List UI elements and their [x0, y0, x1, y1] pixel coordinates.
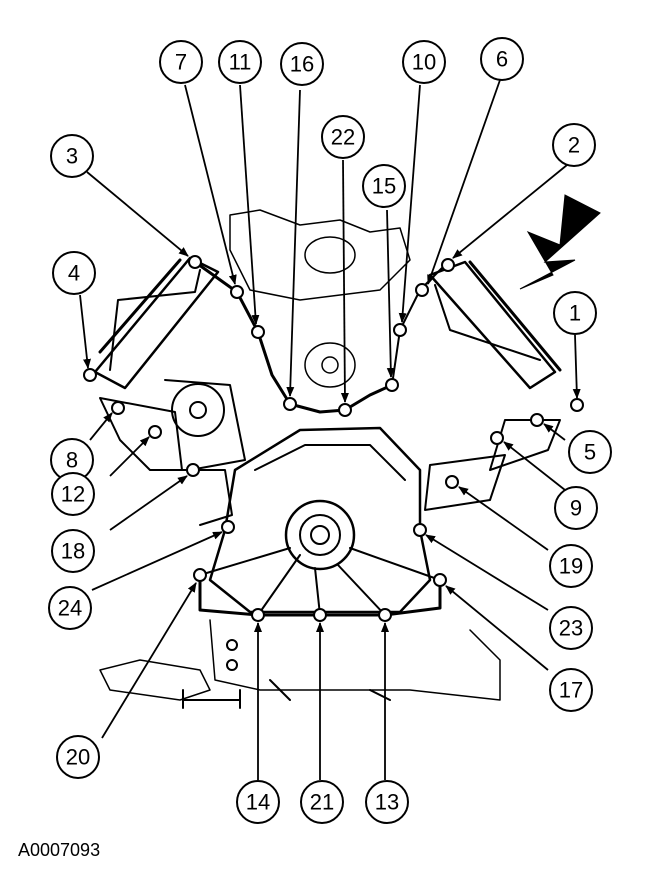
- callout-22: [321, 115, 365, 159]
- callout-8-label: 8: [66, 448, 78, 473]
- callout-7: [159, 40, 203, 84]
- callout-13-label: 13: [375, 790, 399, 815]
- callout-7-label: 7: [175, 50, 187, 75]
- callout-4-label: 4: [68, 261, 80, 286]
- callout-2-label: 2: [568, 133, 580, 158]
- callout-16-label: 16: [290, 52, 314, 77]
- callout-13: [365, 780, 409, 824]
- callout-21-label: 21: [310, 790, 334, 815]
- callout-2: [552, 123, 596, 167]
- callout-17: [549, 668, 593, 712]
- callout-10-label: 10: [412, 50, 436, 75]
- callout-24: [48, 586, 92, 630]
- callout-20-label: 20: [66, 745, 90, 770]
- callout-6: [480, 37, 524, 81]
- leader-lines: [79, 79, 581, 780]
- callout-4: [52, 251, 96, 295]
- callout-10: [402, 40, 446, 84]
- callout-12-label: 12: [61, 482, 85, 507]
- callout-6-label: 6: [496, 47, 508, 72]
- engine-illustration: [93, 209, 562, 709]
- callout-labels: 1 2 3 4 5 6 7 8 9 10 11 12 13 14 15 16 1…: [58, 47, 596, 815]
- callout-15-label: 15: [372, 174, 396, 199]
- callout-21: [300, 780, 344, 824]
- callout-18: [51, 529, 95, 573]
- callout-22-label: 22: [331, 125, 355, 150]
- callout-17-label: 17: [559, 678, 583, 703]
- bolt-markers: [83, 255, 584, 622]
- callout-11: [218, 40, 262, 84]
- callout-3: [50, 134, 94, 178]
- callout-12: [51, 472, 95, 516]
- callouts: [48, 37, 612, 824]
- callout-15: [362, 164, 406, 208]
- callout-20: [56, 735, 100, 779]
- callout-18-label: 18: [61, 539, 85, 564]
- callout-1: [553, 291, 597, 335]
- callout-14-label: 14: [246, 790, 270, 815]
- callout-23-label: 23: [559, 616, 583, 641]
- callout-16: [280, 42, 324, 86]
- callout-19-label: 19: [559, 554, 583, 579]
- callout-1-label: 1: [569, 301, 581, 326]
- figure-id: A0007093: [18, 840, 101, 860]
- callout-3-label: 3: [66, 144, 78, 169]
- callout-5-label: 5: [584, 440, 596, 465]
- callout-11-label: 11: [229, 50, 252, 75]
- callout-14: [236, 780, 280, 824]
- callout-9: [554, 486, 598, 530]
- callout-24-label: 24: [58, 596, 82, 621]
- direction-arrow: [519, 194, 601, 290]
- callout-5: [568, 430, 612, 474]
- callout-9-label: 9: [570, 496, 582, 521]
- callout-23: [549, 606, 593, 650]
- callout-19: [549, 544, 593, 588]
